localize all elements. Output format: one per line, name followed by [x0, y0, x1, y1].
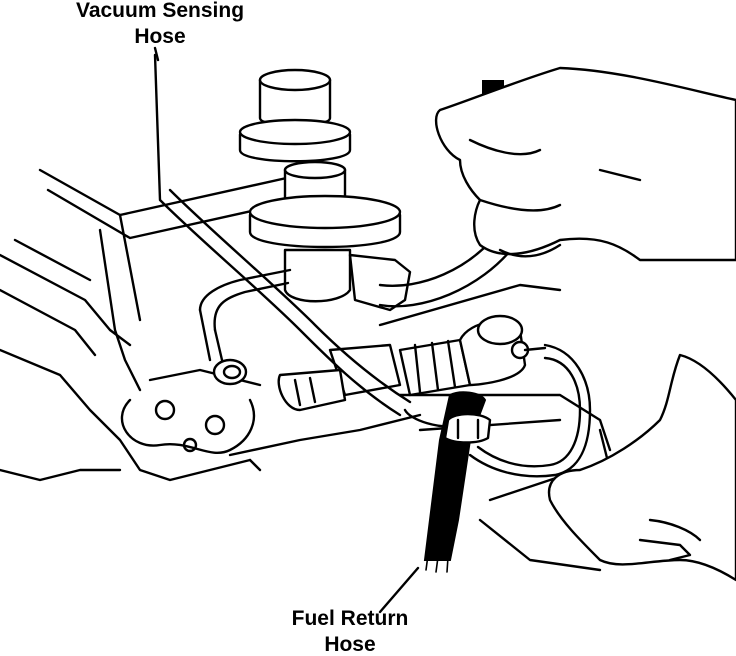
vacuum-loop-hose [468, 343, 592, 478]
fuel-return-hose-label: Fuel Return Hose [270, 606, 430, 656]
fuel-label-line-2: Hose [324, 633, 376, 656]
left-hose [198, 268, 292, 386]
vacuum-actuator [238, 68, 412, 312]
vacuum-label-line-1: Vacuum Sensing [75, 0, 245, 22]
leader-lines [153, 46, 420, 614]
fuel-label-line-1: Fuel Return [291, 607, 409, 630]
engine-block [0, 168, 422, 482]
vacuum-label-line-2: Hose [134, 25, 186, 48]
hand [434, 66, 736, 262]
fuel-return-hose [423, 391, 492, 573]
vacuum-sensing-hose-label: Vacuum Sensing Hose [40, 0, 280, 50]
